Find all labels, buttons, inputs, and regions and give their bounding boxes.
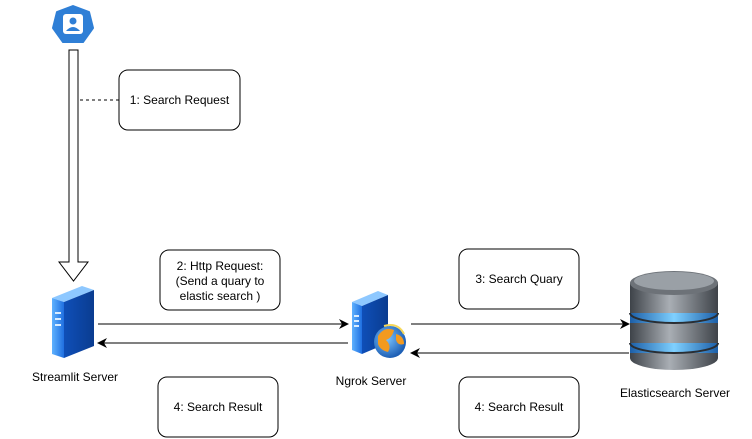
step-http-request-line-1: 2: Http Request: [177,259,264,273]
user-to-streamlit-arrow [57,49,90,282]
user-icon [52,5,94,43]
step-search-quary-label: 3: Search Quary [475,272,562,286]
elasticsearch-database-icon [629,271,719,370]
step-http-request-line-3: elastic search ) [180,289,261,303]
elasticsearch-server-label: Elasticsearch Server [620,386,730,400]
step-search-result-left-label: 4: Search Result [174,400,263,414]
step-http-request-line-2: (Send a quary to [176,274,265,288]
step-search-request-label: 1: Search Request [130,93,230,107]
step-search-request: 1: Search Request [118,69,241,131]
step-search-result-left: 4: Search Result [157,376,279,438]
ngrok-server-label: Ngrok Server [336,374,407,388]
step-http-request: 2: Http Request: (Send a quary to elasti… [159,249,281,311]
step-search-quary: 3: Search Quary [458,248,580,310]
streamlit-server-icon [52,286,94,358]
ngrok-server-icon [352,291,406,358]
step-search-result-right: 4: Search Result [458,376,580,438]
streamlit-server-label: Streamlit Server [32,370,118,384]
step-search-result-right-label: 4: Search Result [475,400,564,414]
